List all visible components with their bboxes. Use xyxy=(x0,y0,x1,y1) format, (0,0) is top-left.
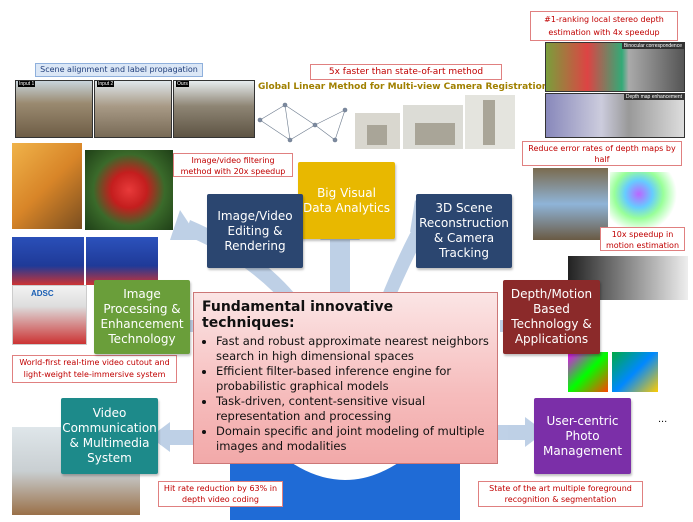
adsc-logo: ADSC xyxy=(31,289,54,298)
scene-photo-ours: Ours xyxy=(173,80,255,138)
depthmap-label: Depth map enhancement xyxy=(623,94,684,100)
binocular-label: Binocular correspondence xyxy=(621,43,684,49)
camera-graph-image xyxy=(257,95,515,149)
user-photo-box: User-centric Photo Management xyxy=(534,398,631,474)
image-video-box: Image/Video Editing & Rendering xyxy=(207,194,303,268)
center-title: Fundamental innovative techniques: xyxy=(202,299,394,331)
ellipsis-text: ... xyxy=(658,413,668,425)
input1-label: Input 1 xyxy=(18,81,36,87)
faster-annotation: 5x faster than state-of-art method xyxy=(310,64,502,80)
segment-image-1 xyxy=(568,352,608,392)
motion-flow-image xyxy=(610,172,682,227)
scene-photo-input2: Input 2 xyxy=(94,80,172,138)
building-photo xyxy=(12,143,82,229)
segment-image-2 xyxy=(612,352,658,392)
hit-rate-annotation: Hit rate reduction by 63% in depth video… xyxy=(158,481,283,507)
technique-item: Domain specific and joint modeling of mu… xyxy=(216,424,489,454)
scene-photo-input1: Input 1 xyxy=(15,80,93,138)
ours-label: Ours xyxy=(176,81,189,87)
stereo-annotation: #1-ranking local stereo depth estimation… xyxy=(530,11,678,41)
big-visual-box: Big Visual Data Analytics xyxy=(298,162,395,239)
stereo-image: Binocular correspondence xyxy=(545,42,685,92)
reduce-error-annotation: Reduce error rates of depth maps by half xyxy=(522,141,682,166)
input2-label: Input 2 xyxy=(97,81,115,87)
scene3d-box: 3D Scene Reconstruction & Camera Trackin… xyxy=(416,194,512,268)
depth-enhance-image: Depth map enhancement xyxy=(545,93,685,138)
image-proc-box: Image Processing & Enhancement Technolog… xyxy=(94,280,190,354)
filtering-annotation: Image/video filtering method with 20x sp… xyxy=(173,153,293,177)
adsc-photo: ADSC xyxy=(12,285,87,345)
fundamental-techniques-box: Fundamental innovative techniques: Fast … xyxy=(193,292,498,464)
world-first-annotation: World-first real-time video cutout and l… xyxy=(12,355,177,383)
person-photo-1 xyxy=(12,237,84,285)
video-comm-box: Video Communication & Multimedia System xyxy=(61,398,158,474)
flower-photo xyxy=(85,150,173,230)
depth-motion-box: Depth/Motion Based Technology & Applicat… xyxy=(503,280,600,354)
technique-item: Efficient filter-based inference engine … xyxy=(216,364,489,394)
techniques-list: Fast and robust approximate nearest neig… xyxy=(202,334,489,454)
technique-item: Task-driven, content-sensitive visual re… xyxy=(216,394,489,424)
motion-photo xyxy=(533,168,608,240)
state-art-annotation: State of the art multiple foreground rec… xyxy=(478,481,643,507)
global-linear-title: Global Linear Method for Multi-view Came… xyxy=(258,82,549,92)
motion-annotation: 10x speedup in motion estimation xyxy=(600,227,685,251)
scene-alignment-label: Scene alignment and label propagation xyxy=(35,63,203,77)
person-photo-2 xyxy=(86,237,158,285)
technique-item: Fast and robust approximate nearest neig… xyxy=(216,334,489,364)
